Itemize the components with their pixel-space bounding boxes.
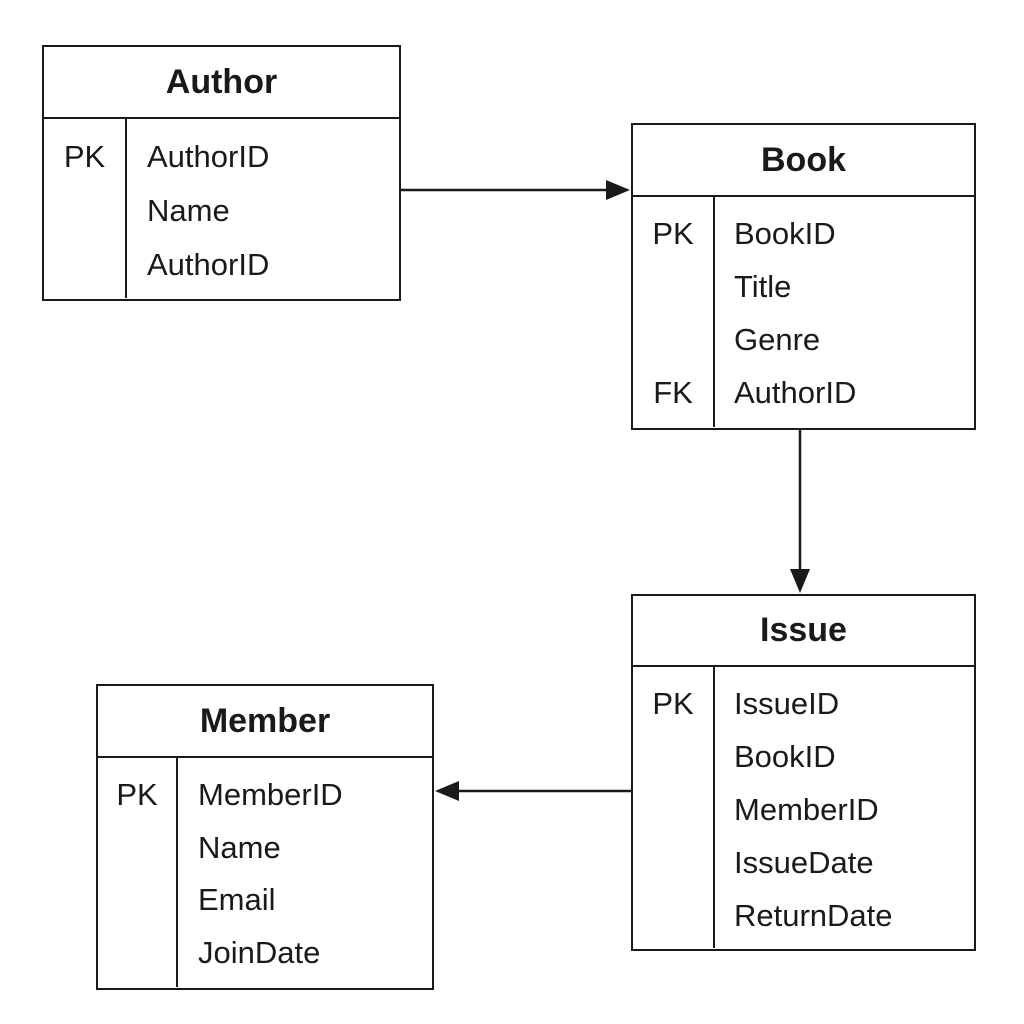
field-name: MemberID	[198, 777, 343, 812]
entity-title: Member	[98, 686, 432, 758]
field-name: MemberID	[734, 792, 879, 827]
field-key: FK	[653, 375, 693, 410]
field-row: Email	[98, 873, 432, 926]
field-name: Email	[198, 882, 276, 917]
field-row: IssueDate	[633, 836, 974, 889]
field-name: Name	[147, 193, 230, 228]
field-name: Genre	[734, 322, 821, 357]
key-column-divider	[176, 758, 178, 987]
field-name: BookID	[734, 739, 836, 774]
field-row: PK AuthorID	[44, 130, 399, 183]
entity-title: Author	[44, 47, 399, 119]
field-name: AuthorID	[734, 375, 857, 410]
key-column-divider	[713, 197, 715, 427]
field-key: PK	[652, 216, 694, 251]
field-row: MemberID	[633, 783, 974, 836]
entity-fields: PK BookID Title Genre FK AuthorID	[633, 197, 974, 427]
arrowhead-author-to-book	[606, 180, 630, 200]
field-name: JoinDate	[198, 935, 321, 970]
field-row: Name	[98, 821, 432, 874]
field-key: PK	[652, 686, 694, 721]
entity-fields: PK IssueID BookID MemberID IssueDate Ret…	[633, 667, 974, 948]
entity-author: Author PK AuthorID Name AuthorID	[42, 45, 401, 301]
field-name: IssueDate	[734, 845, 874, 880]
field-name: AuthorID	[147, 247, 270, 282]
field-name: BookID	[734, 216, 836, 251]
field-row: PK IssueID	[633, 677, 974, 730]
field-name: Name	[198, 830, 281, 865]
entity-title: Book	[633, 125, 974, 197]
field-name: IssueID	[734, 686, 840, 721]
field-row: FK AuthorID	[633, 366, 974, 419]
entity-book: Book PK BookID Title Genre FK AuthorID	[631, 123, 976, 430]
arrowhead-book-to-issue	[790, 569, 810, 593]
entity-fields: PK MemberID Name Email JoinDate	[98, 758, 432, 987]
field-row: Genre	[633, 313, 974, 366]
field-row: BookID	[633, 730, 974, 783]
field-row: PK MemberID	[98, 768, 432, 821]
entity-title: Issue	[633, 596, 974, 667]
field-row: ReturnDate	[633, 889, 974, 942]
field-name: AuthorID	[147, 139, 270, 174]
entity-issue: Issue PK IssueID BookID MemberID IssueDa…	[631, 594, 976, 951]
field-key: PK	[116, 777, 158, 812]
field-row: Title	[633, 260, 974, 313]
field-row: PK BookID	[633, 207, 974, 260]
arrowhead-issue-to-member	[435, 781, 459, 801]
entity-member: Member PK MemberID Name Email JoinDate	[96, 684, 434, 990]
key-column-divider	[713, 667, 715, 948]
key-column-divider	[125, 119, 127, 298]
field-row: Name	[44, 184, 399, 237]
field-key: PK	[63, 139, 106, 174]
field-name: Title	[734, 269, 792, 304]
field-row: JoinDate	[98, 926, 432, 979]
field-row: AuthorID	[44, 238, 399, 291]
field-name: ReturnDate	[734, 898, 893, 933]
entity-fields: PK AuthorID Name AuthorID	[44, 119, 399, 298]
